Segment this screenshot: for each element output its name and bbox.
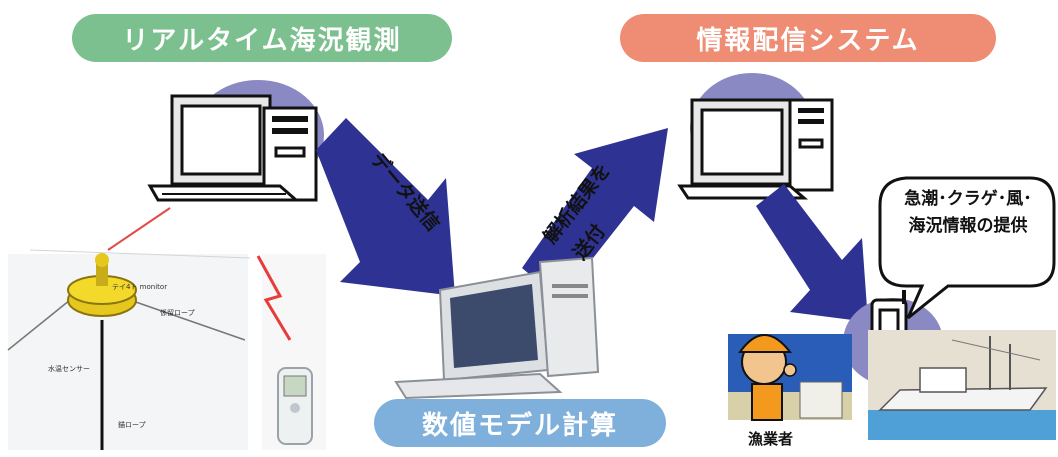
arrow-to-phone [756,184,868,322]
numerical-model-label: 数値モデル計算 [374,399,666,447]
model-computer [394,256,600,400]
fisher-label: 漁業者 [748,430,794,448]
buoy-label-mooring: 係留ロープ [160,309,195,317]
fishing-boat-illustration [868,330,1056,440]
buoy-label-sensor: 水温センサー [48,365,90,373]
info-distribution-label: 情報配信システム [620,14,996,62]
callout-text: 急潮･クラゲ･風･ 海況情報の提供 [885,186,1051,240]
buoy-label-anchor: 錨ロープ [118,421,146,429]
callout-line2: 海況情報の提供 [908,216,1028,236]
arrow-analysis-send [522,128,668,300]
distribution-computer [677,73,834,200]
speech-bubble [878,176,1056,320]
buoy-label-monitor: テイ4ト monitor [112,283,168,291]
phone-photo [256,254,326,450]
callout-line1: 急潮･クラゲ･風･ [904,189,1032,209]
observation-computer [147,80,324,202]
realtime-observation-label: リアルタイム海況観測 [72,14,452,62]
buoy-photo [7,207,251,450]
fisherman-illustration [728,334,852,421]
arrow-data-send [316,118,455,296]
